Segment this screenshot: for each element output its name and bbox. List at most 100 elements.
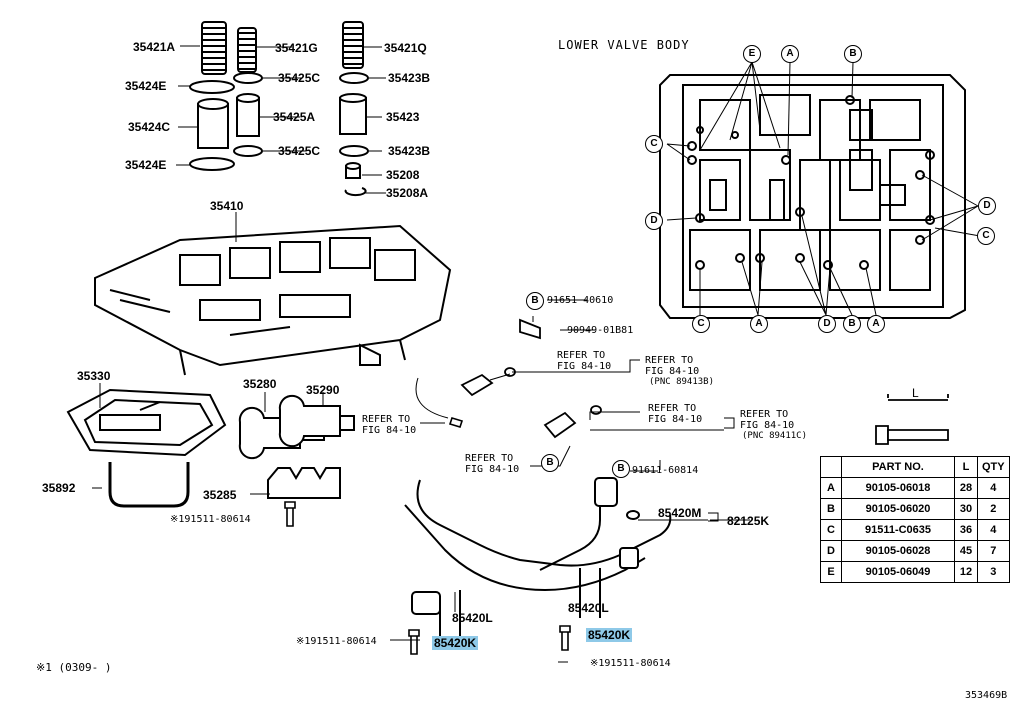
refer-note-5a: REFER TO — [740, 409, 789, 420]
label-35424e-top: 35424E — [125, 79, 167, 93]
callout-bottom-c: C — [692, 315, 710, 333]
label-35425c-bottom: 35425C — [278, 144, 321, 158]
diagram-title: LOWER VALVE BODY — [558, 38, 690, 52]
callout-left-c: C — [645, 135, 663, 153]
label-91511-bottom-left: ※191511-80614 — [296, 636, 377, 647]
table-cell: 90105-06020 — [841, 498, 955, 520]
lower-valve-body-plan — [659, 74, 966, 319]
callout-left-d: D — [645, 212, 663, 230]
label-35423b-top: 35423B — [388, 71, 431, 85]
refer-note-4b[interactable]: FIG 84-10 — [648, 414, 703, 425]
callout-bottom-b: B — [843, 315, 861, 333]
table-cell: 36 — [954, 519, 978, 541]
label-85420k-left[interactable]: 85420K — [432, 636, 479, 650]
plan-callout-leaders — [666, 61, 981, 316]
label-35410: 35410 — [210, 199, 244, 213]
callout-bottom-a1: A — [750, 315, 768, 333]
table-cell: 90105-06018 — [841, 477, 955, 499]
callout-right-d: D — [978, 197, 996, 215]
table-cell: 4 — [977, 519, 1010, 541]
valve-body-35410 — [94, 224, 452, 376]
refer-note-5b[interactable]: FIG 84-10 — [740, 420, 795, 431]
table-cell: 30 — [954, 498, 978, 520]
label-91511-bottom-right: ※191511-80614 — [590, 658, 671, 669]
label-35892: 35892 — [42, 481, 76, 495]
refer-note-2b[interactable]: FIG 84-10 — [645, 366, 700, 377]
label-85420k-right[interactable]: 85420K — [586, 628, 633, 642]
refer-note-1b[interactable]: FIG 84-10 — [557, 361, 612, 372]
label-35423: 35423 — [386, 110, 420, 124]
label-35423b-bottom: 35423B — [388, 144, 431, 158]
label-35424e-bottom: 35424E — [125, 158, 167, 172]
table-row: A 90105-06018 28 4 — [820, 477, 1010, 499]
label-91611: 91611-60814 — [632, 465, 699, 476]
refer-note-2c: (PNC 89413B) — [649, 377, 715, 387]
wire-harness-82125k — [404, 477, 672, 640]
label-90949: 90949-01B81 — [567, 325, 634, 336]
table-cell: 91511-C0635 — [841, 519, 955, 541]
table-cell: 90105-06028 — [841, 540, 955, 562]
pistons — [197, 93, 367, 179]
table-header-key — [820, 456, 842, 478]
table-cell: 4 — [977, 477, 1010, 499]
refer-note-4a: REFER TO — [648, 403, 697, 414]
table-cell: C — [820, 519, 842, 541]
table-cell: E — [820, 561, 842, 583]
callout-bottom-a2: A — [867, 315, 885, 333]
callout-top-b: B — [844, 45, 862, 63]
table-cell: B — [820, 498, 842, 520]
label-35208a: 35208A — [386, 186, 429, 200]
length-label: L — [912, 386, 919, 400]
table-row: E 90105-06049 12 3 — [820, 561, 1010, 583]
spring-35421q — [342, 21, 364, 69]
refer-note-3b[interactable]: FIG 84-10 — [362, 425, 417, 436]
solenoids — [238, 394, 355, 460]
label-82125k: 82125K — [727, 514, 770, 528]
strainer-35330 — [66, 388, 227, 457]
table-cell: 3 — [977, 561, 1010, 583]
label-35421g: 35421G — [275, 41, 318, 55]
label-35421a: 35421A — [133, 40, 176, 54]
refer-note-1a: REFER TO — [557, 350, 606, 361]
bolt-parts-table: PART NO. L QTY A 90105-06018 28 4 B 9010… — [820, 456, 1010, 583]
label-35290: 35290 — [306, 383, 340, 397]
refer-note-6b[interactable]: FIG 84-10 — [465, 464, 520, 475]
label-35285: 35285 — [203, 488, 237, 502]
table-cell: 2 — [977, 498, 1010, 520]
refer-note-6a: REFER TO — [465, 453, 514, 464]
label-85420l-right: 85420L — [568, 601, 609, 615]
table-cell: 28 — [954, 477, 978, 499]
table-row: D 90105-06028 45 7 — [820, 540, 1010, 562]
bracket-35285 — [267, 467, 341, 499]
footnote: ※1 (0309- ) — [36, 661, 112, 674]
label-35330: 35330 — [77, 369, 111, 383]
callout-top-a: A — [781, 45, 799, 63]
table-header-qty: QTY — [977, 456, 1010, 478]
label-91511-left: ※191511-80614 — [170, 514, 251, 525]
refer-note-2a: REFER TO — [645, 355, 694, 366]
table-row: C 91511-C0635 36 4 — [820, 519, 1010, 541]
label-35208: 35208 — [386, 168, 420, 182]
table-cell: 45 — [954, 540, 978, 562]
table-cell: D — [820, 540, 842, 562]
table-cell: A — [820, 477, 842, 499]
label-35424c: 35424C — [128, 120, 171, 134]
refer-note-5c: (PNC 89411C) — [742, 431, 808, 441]
table-cell: 90105-06049 — [841, 561, 955, 583]
table-header-partno: PART NO. — [841, 456, 955, 478]
callout-right-c: C — [977, 227, 995, 245]
label-91651: 91651-40610 — [547, 295, 614, 306]
table-header-length: L — [954, 456, 978, 478]
leader-lines — [92, 45, 750, 663]
bolts — [284, 417, 571, 655]
callout-top-e: E — [743, 45, 761, 63]
figure-code: 353469B — [965, 690, 1008, 701]
pipe-35892 — [108, 462, 190, 508]
table-header-row: PART NO. L QTY — [820, 456, 1010, 478]
spring-35421a — [201, 21, 227, 75]
refer-note-3a: REFER TO — [362, 414, 411, 425]
callout-b-91651: B — [526, 292, 544, 310]
callout-b-91611: B — [612, 460, 630, 478]
label-35425a: 35425A — [273, 110, 316, 124]
